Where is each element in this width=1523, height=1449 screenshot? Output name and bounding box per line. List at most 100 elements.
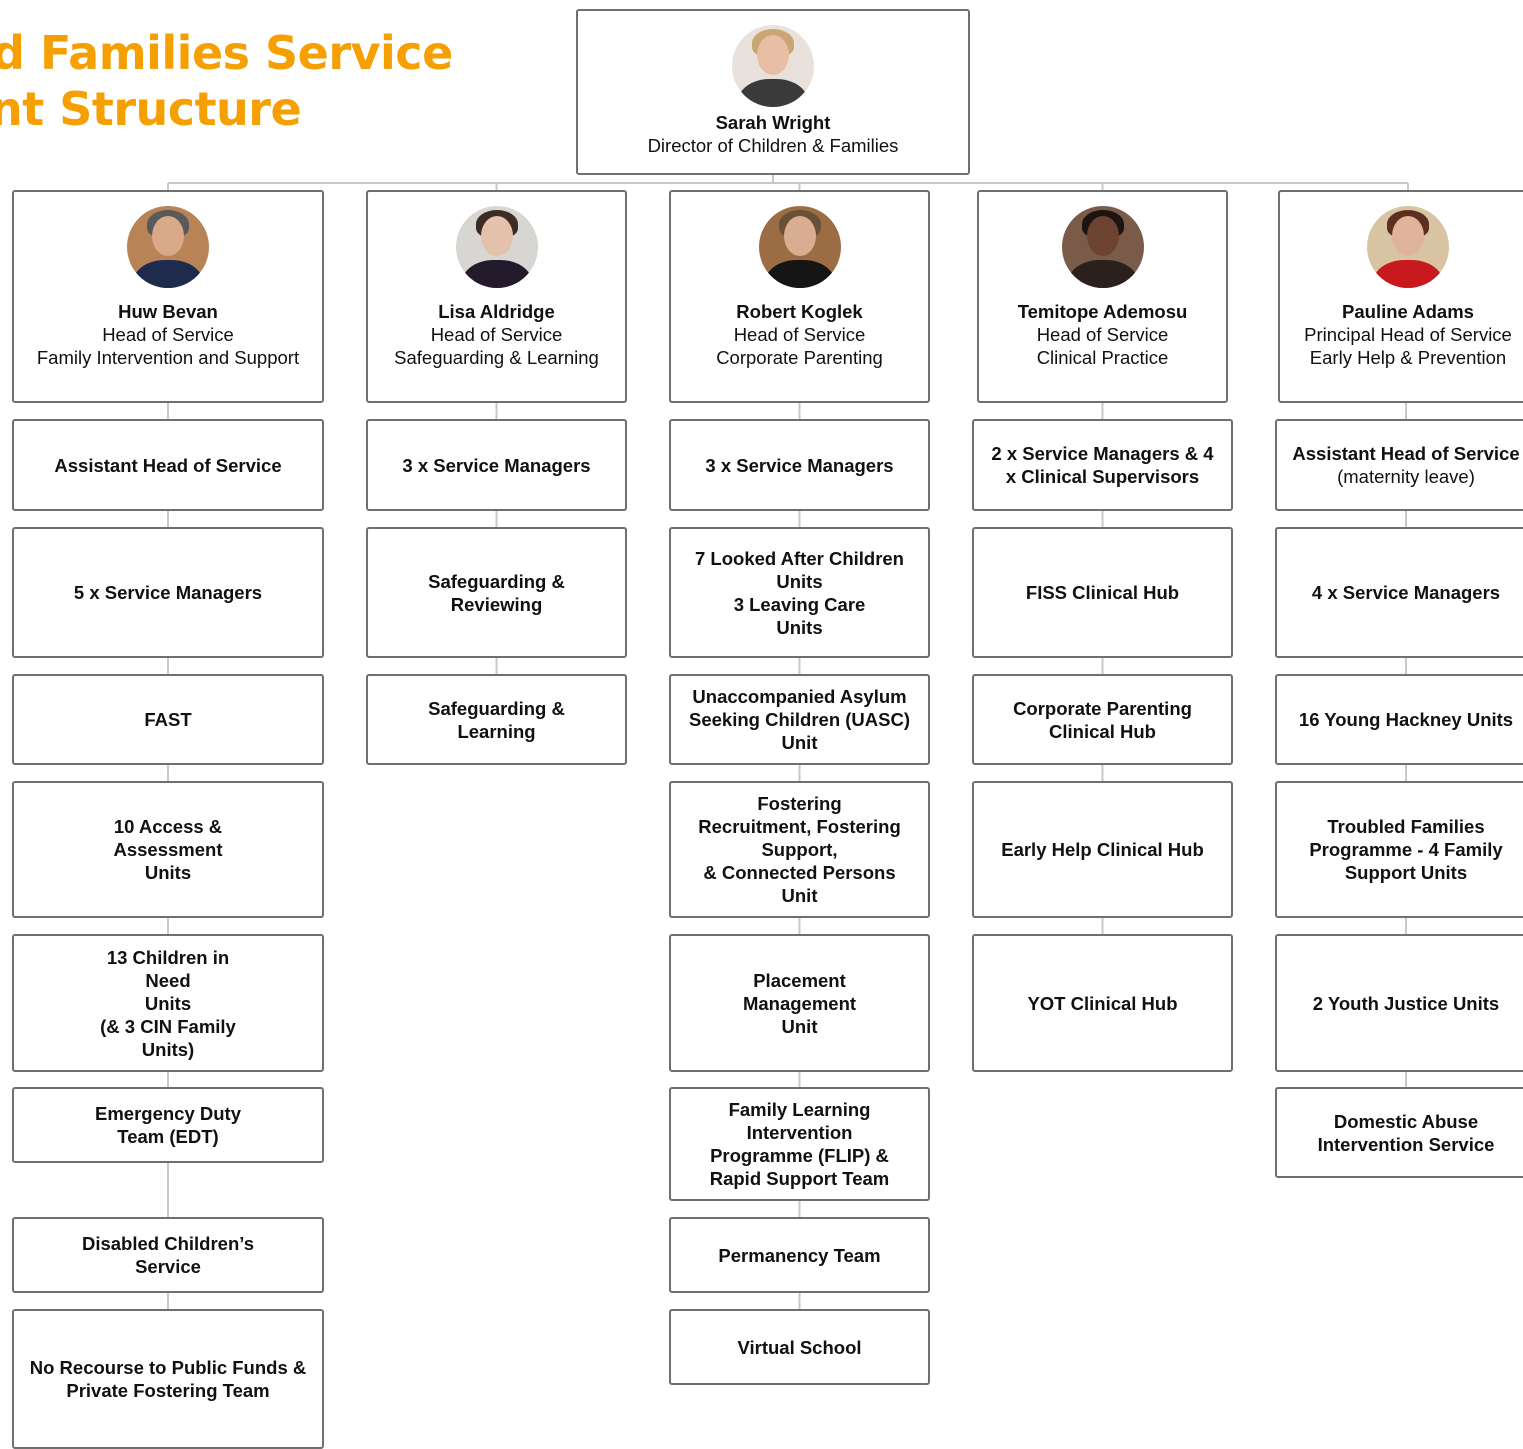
avatar [127,206,209,288]
unit-box: Safeguarding &Reviewing [366,527,627,658]
unit-box: Safeguarding &Learning [366,674,627,765]
unit-label-line: Corporate Parenting [1013,697,1192,719]
unit-label-line: 3 x Service Managers [705,454,894,476]
unit-label-line: Support, [761,839,838,860]
unit-label-line: Assistant Head of Service [54,454,282,476]
unit-label-line: 7 Looked After Children [694,547,904,569]
unit-label-line: FAST [144,709,192,730]
head-name: Huw Bevan [118,301,218,322]
unit-label-line: 10 Access & [113,816,223,837]
avatar [732,25,814,107]
unit-label-line: YOT Clinical Hub [1027,992,1178,1014]
head-area: Clinical Practice [1036,347,1169,368]
head-name: Lisa Aldridge [438,301,555,322]
director-name: Sarah Wright [715,112,831,133]
unit-box: Early Help Clinical Hub [972,781,1233,918]
unit-label-line: Unit [781,732,818,753]
unit-box: Assistant Head of Service [12,419,324,511]
unit-label-line: Permanency Team [718,1244,881,1266]
unit-label-line: Family Learning [728,1099,871,1120]
unit-label-line: 13 Children in [106,946,230,968]
avatar [758,206,841,288]
unit-label-line: Service [135,1256,201,1277]
unit-label-line: 3 Leaving Care [733,593,866,615]
unit-label-line: Support Units [1344,862,1468,883]
unit-box: 3 x Service Managers [366,419,627,511]
head-role: Head of Service [733,324,866,345]
unit-label-line: Assistant Head of Service [1292,443,1520,464]
avatar [455,206,538,288]
page-title-line-1: d Families Service [0,26,453,80]
head-name: Pauline Adams [1342,301,1474,322]
unit-label-line: Learning [457,720,536,742]
unit-label-line: Programme - 4 Family [1309,839,1503,860]
unit-label-line: Disabled Children’s [81,1233,255,1254]
unit-label-line: Emergency Duty [95,1103,241,1124]
unit-sub-label: (maternity leave) [1337,466,1475,487]
head-area: Family Intervention and Support [36,347,300,368]
unit-label-line: Seeking Children (UASC) [689,709,910,730]
unit-box: 2 Youth Justice Units [1275,934,1523,1072]
unit-label-line: Units [144,992,192,1014]
unit-label-line: Management [742,992,857,1014]
unit-box: 16 Young Hackney Units [1275,674,1523,765]
unit-label-line: Intervention Service [1317,1133,1495,1155]
unit-label-line: Virtual School [737,1336,862,1358]
page-title-line-2: nt Structure [0,82,302,136]
unit-label-line: Domestic Abuse [1333,1110,1479,1132]
unit-label-line: Unaccompanied Asylum [692,686,907,707]
head-area: Corporate Parenting [716,347,883,368]
unit-label-line: Placement [753,969,846,991]
unit-label-line: Unit [781,1015,818,1037]
avatar [1367,206,1449,288]
unit-label-line: Safeguarding & [428,570,565,592]
unit-label-line: 5 x Service Managers [73,582,263,603]
head-name: Temitope Ademosu [1017,301,1188,322]
unit-box: 3 x Service Managers [669,419,930,511]
head-name: Robert Koglek [736,301,863,322]
director-card: Sarah Wright Director of Children & Fami… [576,9,970,175]
unit-label-line: Programme (FLIP) & [710,1145,889,1166]
unit-label-line: Safeguarding & [428,697,565,719]
unit-box: FISS Clinical Hub [972,527,1233,658]
unit-box: Permanency Team [669,1217,930,1293]
unit-label-line: x Clinical Supervisors [1005,466,1200,487]
unit-box: 4 x Service Managers [1275,527,1523,658]
unit-label-line: Fostering [757,793,842,814]
unit-label-line: Early Help Clinical Hub [1001,839,1204,860]
unit-label-line: Units [776,616,823,638]
unit-label-line: 3 x Service Managers [402,454,591,476]
unit-box: FAST [12,674,324,765]
unit-label-line: & Connected Persons [703,862,896,883]
unit-label-line: (& 3 CIN Family [100,1015,236,1037]
unit-label-line: 2 Youth Justice Units [1312,992,1500,1014]
unit-box: Assistant Head of Service(maternity leav… [1275,419,1523,511]
unit-label-line: Team (EDT) [117,1126,219,1147]
unit-label-line: 16 Young Hackney Units [1298,709,1514,730]
unit-label-line: Clinical Hub [1049,720,1156,742]
head-role: Head of Service [1036,324,1169,345]
unit-label-line: 4 x Service Managers [1311,582,1501,603]
unit-label-line: Units [776,570,823,592]
unit-box: No Recourse to Public Funds &Private Fos… [12,1309,324,1449]
unit-label-line: Units) [141,1038,195,1060]
unit-label-line: Recruitment, Fostering [698,816,901,837]
unit-label-line: FISS Clinical Hub [1025,582,1180,603]
unit-label-line: Assessment [113,839,223,860]
head-role: Head of Service [102,324,234,345]
